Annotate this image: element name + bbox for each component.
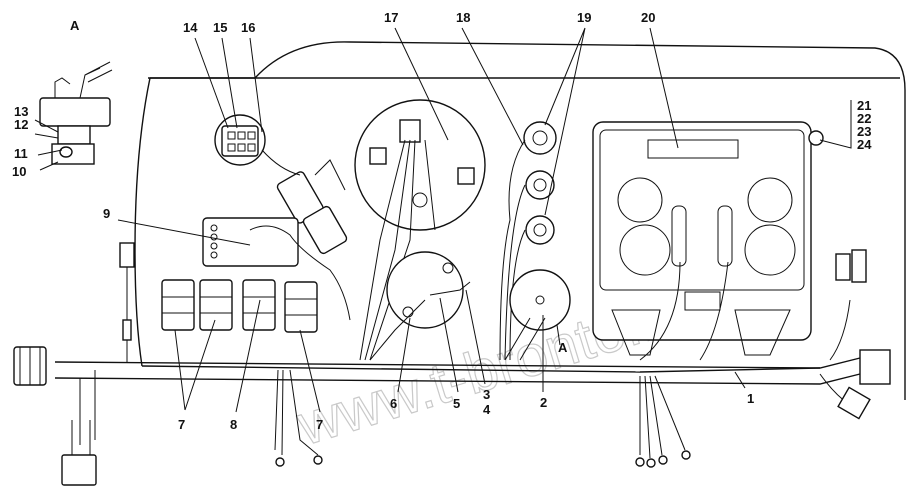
callout-7a: 7: [178, 417, 185, 432]
callout-6: 6: [390, 396, 397, 411]
dashboard-panel: [134, 41, 906, 400]
callout-9: 9: [103, 206, 110, 221]
indicator-block-9: [202, 217, 351, 321]
connector-left: [13, 346, 47, 386]
leader-lines: [117, 27, 852, 413]
lamps-19: [499, 121, 557, 361]
arrow-label: A: [558, 340, 568, 355]
gauge-17: [354, 99, 486, 361]
callout-14: 14: [183, 20, 198, 35]
callout-18: 18: [456, 10, 470, 25]
callout-23: 23: [857, 124, 871, 139]
callout-22: 22: [857, 111, 871, 126]
callout-1: 1: [747, 391, 754, 406]
callout-19: 19: [577, 10, 591, 25]
main-harness: [54, 299, 861, 445]
callout-11: 11: [14, 146, 28, 161]
connector-bottom-left: [61, 420, 97, 486]
connector-small-left: [119, 242, 135, 362]
relay-16: [261, 149, 348, 255]
callout-12: 12: [14, 117, 28, 132]
callout-24: 24: [857, 137, 872, 152]
rocker-switches: [161, 279, 318, 333]
callout-15: 15: [213, 20, 227, 35]
view-label: A: [70, 18, 80, 33]
callout-16: 16: [241, 20, 255, 35]
gauge-2: [504, 269, 571, 361]
callout-4: 4: [483, 402, 491, 417]
callout-10: 10: [12, 164, 26, 179]
switch-block-14: [214, 114, 266, 166]
callout-8: 8: [230, 417, 237, 432]
view-a-switch: [34, 61, 113, 171]
connectors-right: [835, 249, 891, 420]
callout-21: 21: [857, 98, 871, 113]
callout-2: 2: [540, 395, 547, 410]
instrument-cluster-20: [592, 121, 824, 361]
callout-5: 5: [453, 396, 460, 411]
callout-20: 20: [641, 10, 655, 25]
callout-17: 17: [384, 10, 398, 25]
callout-13: 13: [14, 104, 28, 119]
callout-3: 3: [483, 387, 490, 402]
gauge-6: [369, 251, 471, 361]
callout-7b: 7: [316, 417, 323, 432]
branches-down: [274, 369, 691, 468]
